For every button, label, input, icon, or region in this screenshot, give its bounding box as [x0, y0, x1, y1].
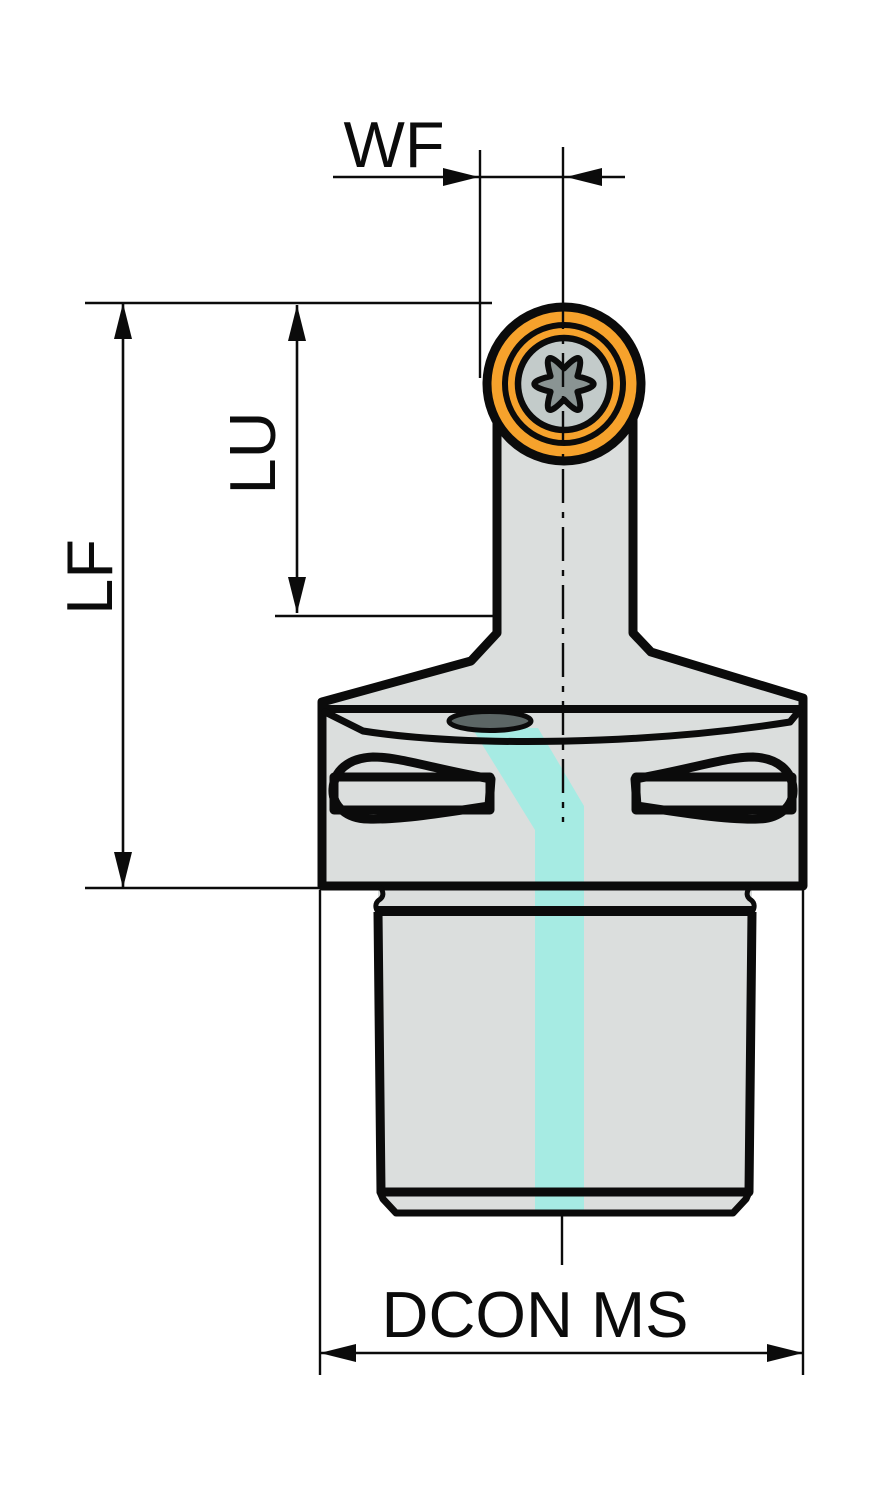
lu-arrow-up-icon [288, 305, 306, 341]
flange-face-curve [321, 707, 803, 746]
shank-chamfer-outline [376, 1188, 753, 1217]
dimension-lf: LF [53, 301, 492, 890]
drive-slot-right [630, 752, 798, 824]
lf-arrow-down-icon [114, 852, 132, 888]
dimension-dcon-ms: DCON MS [318, 890, 805, 1375]
centerline-group [560, 295, 565, 1265]
tool-body-outlines [317, 410, 808, 1217]
drive-slot-left [328, 752, 496, 824]
drive-slot-right-flat [631, 772, 797, 815]
lf-label: LF [53, 539, 126, 615]
coolant-channel [472, 728, 584, 1213]
lf-arrow-up-icon [114, 303, 132, 339]
upper-body-outline [317, 410, 808, 891]
lu-arrow-down-icon [288, 577, 306, 613]
screw-hole [446, 709, 534, 733]
drive-slot-left-flat [329, 772, 495, 815]
collar-notch-right [744, 885, 757, 914]
lu-label: LU [216, 411, 289, 494]
wf-arrow-left-icon [443, 168, 479, 186]
dcon-arrow-right-icon [767, 1344, 803, 1362]
dimension-lu: LU [216, 305, 494, 618]
wf-label: WF [343, 108, 444, 181]
dcon-ms-label: DCON MS [382, 1278, 689, 1351]
wf-arrow-right-icon [566, 168, 602, 186]
dcon-arrow-left-icon [320, 1344, 356, 1362]
dimension-wf: WF [333, 108, 625, 378]
collar-notch-left [373, 885, 386, 914]
